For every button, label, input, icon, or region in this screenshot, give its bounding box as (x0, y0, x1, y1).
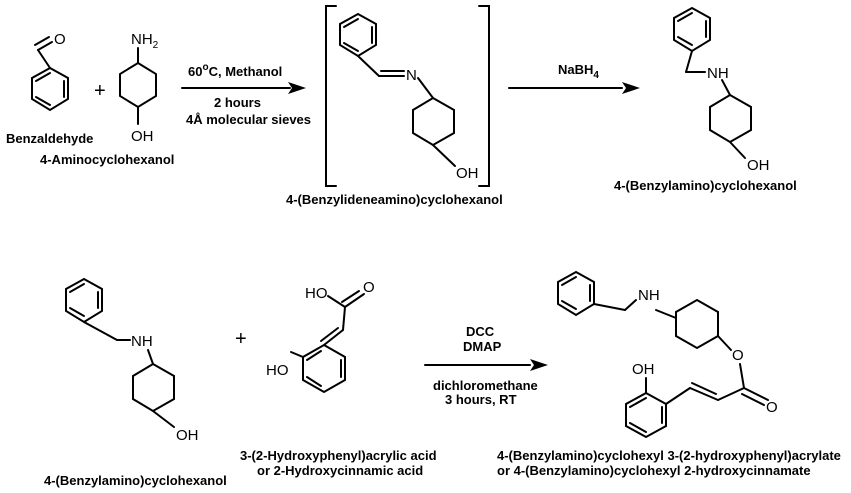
imine-n-atom: N (406, 67, 417, 84)
reagent-dcc: DCC (466, 324, 495, 339)
reactant-a-nh-atom: NH (131, 333, 153, 350)
condition-time: 2 hours (214, 95, 261, 110)
imine-oh-atom: OH (456, 165, 479, 182)
aminocyclohexanol-structure: NH2 OH (119, 31, 159, 145)
imine-intermediate-structure: N OH (339, 12, 479, 182)
product1-oh-atom: OH (747, 157, 770, 174)
condition-solvent-dcm: dichloromethane (433, 378, 538, 393)
reaction-arrow-1-head (288, 82, 306, 94)
benzaldehyde-oxygen-atom: O (54, 31, 66, 48)
benzylamino-cyclohexanol-reactant: NH OH (65, 277, 199, 444)
plus-sign-2: + (235, 328, 247, 350)
reactant-a-label: 4-(Benzylamino)cyclohexanol (44, 473, 227, 488)
amine-nh2-atom: NH2 (131, 31, 159, 51)
ester-product-structure: NH O O OH (557, 270, 778, 439)
benzylamino-cyclohexanol-label: 4-(Benzylamino)cyclohexanol (614, 178, 797, 193)
reaction-arrow-2-head (622, 82, 640, 94)
acid-label-line1: 3-(2-Hydroxyphenyl)acrylic acid (240, 448, 437, 463)
acid-carbonyl-o-atom: O (363, 279, 375, 296)
imine-intermediate-label: 4-(Benzylideneamino)cyclohexanol (286, 192, 503, 207)
hydroxycinnamic-acid-structure: HO O HO (266, 279, 375, 394)
product2-ester-o-atom: O (732, 347, 744, 364)
acid-label-line2: or 2-Hydroxycinnamic acid (257, 463, 423, 478)
benzylamino-cyclohexanol-product: NH OH (673, 6, 770, 174)
hydroxyl-oh-atom: OH (131, 128, 154, 145)
plus-sign-1: + (94, 80, 106, 102)
benzaldehyde-structure: O (31, 31, 69, 112)
phenol-ho-atom: HO (266, 362, 289, 379)
left-bracket (325, 5, 337, 187)
reaction-arrow-3-head (530, 359, 548, 371)
product2-nh-atom: NH (638, 287, 660, 304)
ester-product-label-line2: or 4-(Benzylamino)cyclohexyl 2-hydroxyci… (497, 463, 811, 478)
reactant-a-oh-atom: OH (176, 427, 199, 444)
condition-sieves: 4Å molecular sieves (186, 112, 311, 127)
acid-ho-atom: HO (305, 285, 328, 302)
product2-carbonyl-o-atom: O (766, 399, 778, 416)
aminocyclohexanol-label: 4-Aminocyclohexanol (40, 152, 174, 167)
reagent-nabh4: NaBH4 (558, 62, 599, 81)
right-bracket (478, 5, 490, 187)
ester-product-label-line1: 4-(Benzylamino)cyclohexyl 3-(2-hydroxyph… (497, 448, 841, 463)
product1-nh-atom: NH (707, 65, 729, 82)
benzaldehyde-label: Benzaldehyde (6, 131, 93, 146)
condition-temperature-solvent: 60oC, Methanol (188, 62, 282, 79)
product2-oh-atom: OH (632, 361, 655, 378)
condition-time-rt: 3 hours, RT (445, 392, 517, 407)
reagent-dmap: DMAP (463, 339, 502, 354)
